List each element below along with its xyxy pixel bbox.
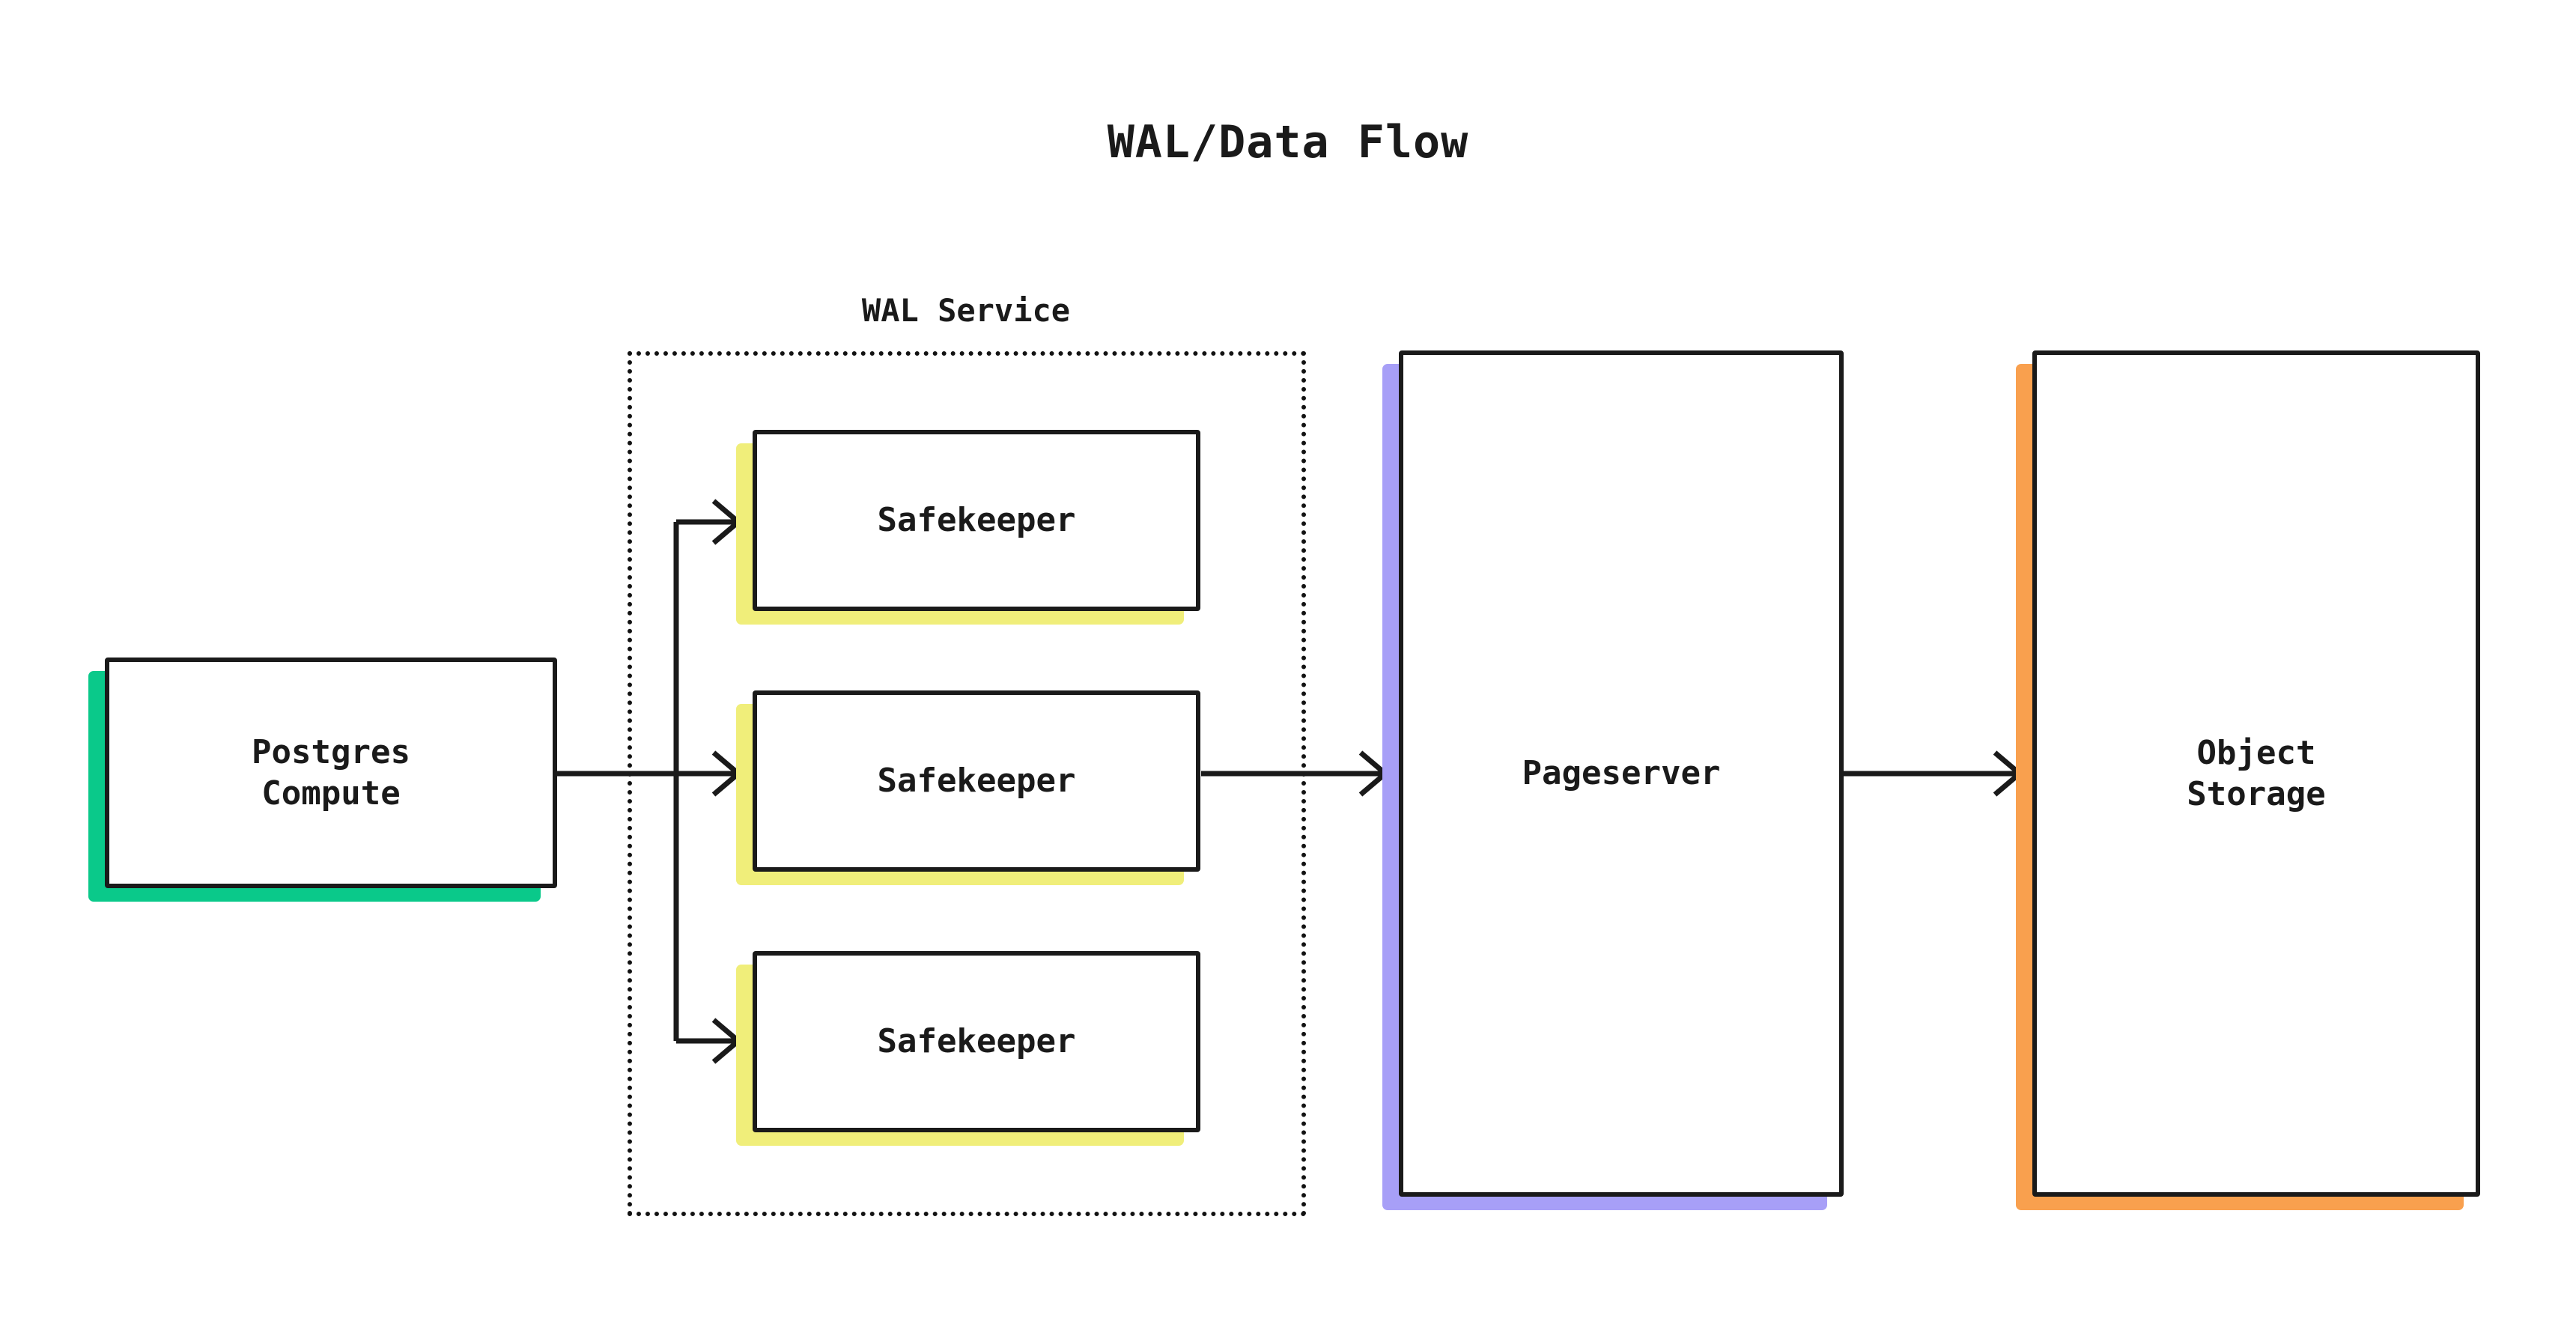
node-safekeeper-2[interactable]: Safekeeper <box>736 690 1200 885</box>
page-title: WAL/Data Flow <box>1107 116 1469 168</box>
node-label: Postgres Compute <box>252 732 410 813</box>
node-label: Safekeeper <box>877 501 1076 540</box>
cluster-label-wal-service: WAL Service <box>861 292 1071 329</box>
node-postgres-compute[interactable]: Postgres Compute <box>88 658 557 902</box>
node-safekeeper-3[interactable]: Safekeeper <box>736 951 1200 1146</box>
node-object-storage[interactable]: Object Storage <box>2016 350 2480 1210</box>
node-safekeeper-1[interactable]: Safekeeper <box>736 430 1200 625</box>
cluster-boundary-wal-service <box>628 351 1306 1216</box>
node-label: Safekeeper <box>877 1022 1076 1061</box>
node-pageserver[interactable]: Pageserver <box>1382 350 1844 1210</box>
node-label: Object Storage <box>2187 733 2326 813</box>
node-face: Postgres Compute <box>105 658 557 888</box>
node-face: Safekeeper <box>753 951 1200 1132</box>
node-label: Pageserver <box>1522 754 1721 793</box>
node-face: Object Storage <box>2032 350 2480 1197</box>
node-label: Safekeeper <box>877 762 1076 801</box>
node-face: Safekeeper <box>753 690 1200 872</box>
node-face: Pageserver <box>1399 350 1844 1197</box>
node-face: Safekeeper <box>753 430 1200 611</box>
